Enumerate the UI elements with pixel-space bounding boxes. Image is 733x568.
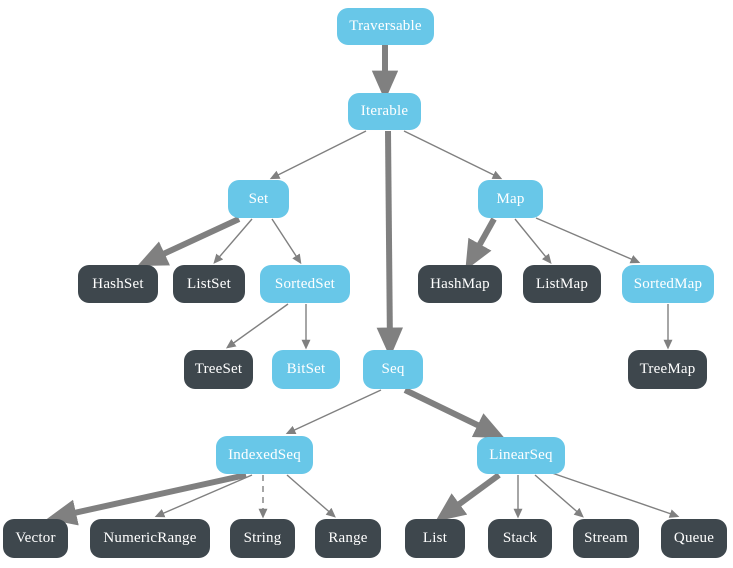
edge-map-to-hashmap — [465, 217, 497, 271]
node-label: Vector — [15, 530, 56, 546]
node-set[interactable]: Set — [228, 180, 289, 218]
node-traversable[interactable]: Traversable — [337, 8, 434, 45]
node-label: SortedSet — [274, 275, 336, 292]
edge-seq-to-linearseq — [403, 387, 505, 439]
node-label: String — [243, 530, 282, 546]
node-stack[interactable]: Stack — [488, 519, 552, 558]
node-label: ListMap — [535, 275, 589, 292]
node-label: Stream — [584, 530, 628, 546]
edge-sortedset-to-treeset — [225, 303, 289, 349]
edge-linearseq-to-queue — [551, 472, 680, 518]
edge-set-to-hashset — [137, 216, 241, 267]
node-label: List — [422, 530, 448, 546]
edges-group — [46, 45, 680, 526]
node-queue[interactable]: Queue — [661, 519, 727, 558]
node-indexedseq[interactable]: IndexedSeq — [216, 436, 313, 474]
node-map[interactable]: Map — [478, 180, 543, 218]
node-label: IndexedSeq — [228, 446, 301, 463]
node-label: BitSet — [286, 361, 326, 377]
node-label: Range — [328, 530, 368, 546]
node-seq[interactable]: Seq — [363, 350, 423, 389]
edge-map-to-sortedmap — [535, 217, 641, 264]
edge-linearseq-to-stream — [534, 474, 584, 518]
node-label: LinearSeq — [489, 447, 553, 463]
node-sortedset[interactable]: SortedSet — [260, 265, 350, 303]
node-label: TreeMap — [639, 361, 696, 377]
node-iterable[interactable]: Iterable — [348, 93, 421, 130]
node-string[interactable]: String — [230, 519, 295, 558]
node-label: Iterable — [360, 103, 409, 119]
edge-set-to-listset — [213, 218, 253, 264]
node-list[interactable]: List — [405, 519, 465, 558]
edge-map-to-listmap — [514, 218, 552, 264]
node-label: Queue — [673, 530, 715, 546]
node-treeset[interactable]: TreeSet — [184, 350, 253, 389]
node-label: Map — [496, 190, 525, 207]
edge-iterable-to-map — [403, 130, 503, 180]
node-label: TreeSet — [194, 361, 243, 377]
node-hashmap[interactable]: HashMap — [418, 265, 502, 303]
edge-indexedseq-to-vector — [46, 472, 247, 526]
node-treemap[interactable]: TreeMap — [628, 350, 707, 389]
node-stream[interactable]: Stream — [573, 519, 639, 558]
node-label: Set — [248, 190, 269, 207]
node-label: Stack — [502, 530, 538, 546]
node-label: HashSet — [92, 275, 144, 292]
node-label: ListSet — [187, 275, 231, 292]
node-label: NumericRange — [103, 530, 197, 546]
edge-indexedseq-to-numericrange — [154, 474, 253, 518]
edge-iterable-to-seq — [376, 130, 404, 358]
node-vector[interactable]: Vector — [3, 519, 68, 558]
edge-indexedseq-to-range — [286, 474, 336, 518]
node-listset[interactable]: ListSet — [173, 265, 245, 303]
node-hashset[interactable]: HashSet — [78, 265, 158, 303]
node-bitset[interactable]: BitSet — [272, 350, 340, 389]
node-range[interactable]: Range — [315, 519, 381, 558]
node-linearseq[interactable]: LinearSeq — [477, 437, 565, 474]
edge-seq-to-indexedseq — [285, 389, 382, 435]
edge-linearseq-to-list — [435, 472, 501, 522]
edge-set-to-sortedset — [271, 218, 302, 265]
node-label: Traversable — [349, 18, 422, 34]
node-sortedmap[interactable]: SortedMap — [622, 265, 714, 303]
node-label: HashMap — [430, 275, 490, 292]
node-label: SortedMap — [633, 275, 703, 292]
node-label: Seq — [381, 361, 405, 377]
edge-iterable-to-set — [269, 130, 367, 180]
node-listmap[interactable]: ListMap — [523, 265, 601, 303]
node-numericrange[interactable]: NumericRange — [90, 519, 210, 558]
